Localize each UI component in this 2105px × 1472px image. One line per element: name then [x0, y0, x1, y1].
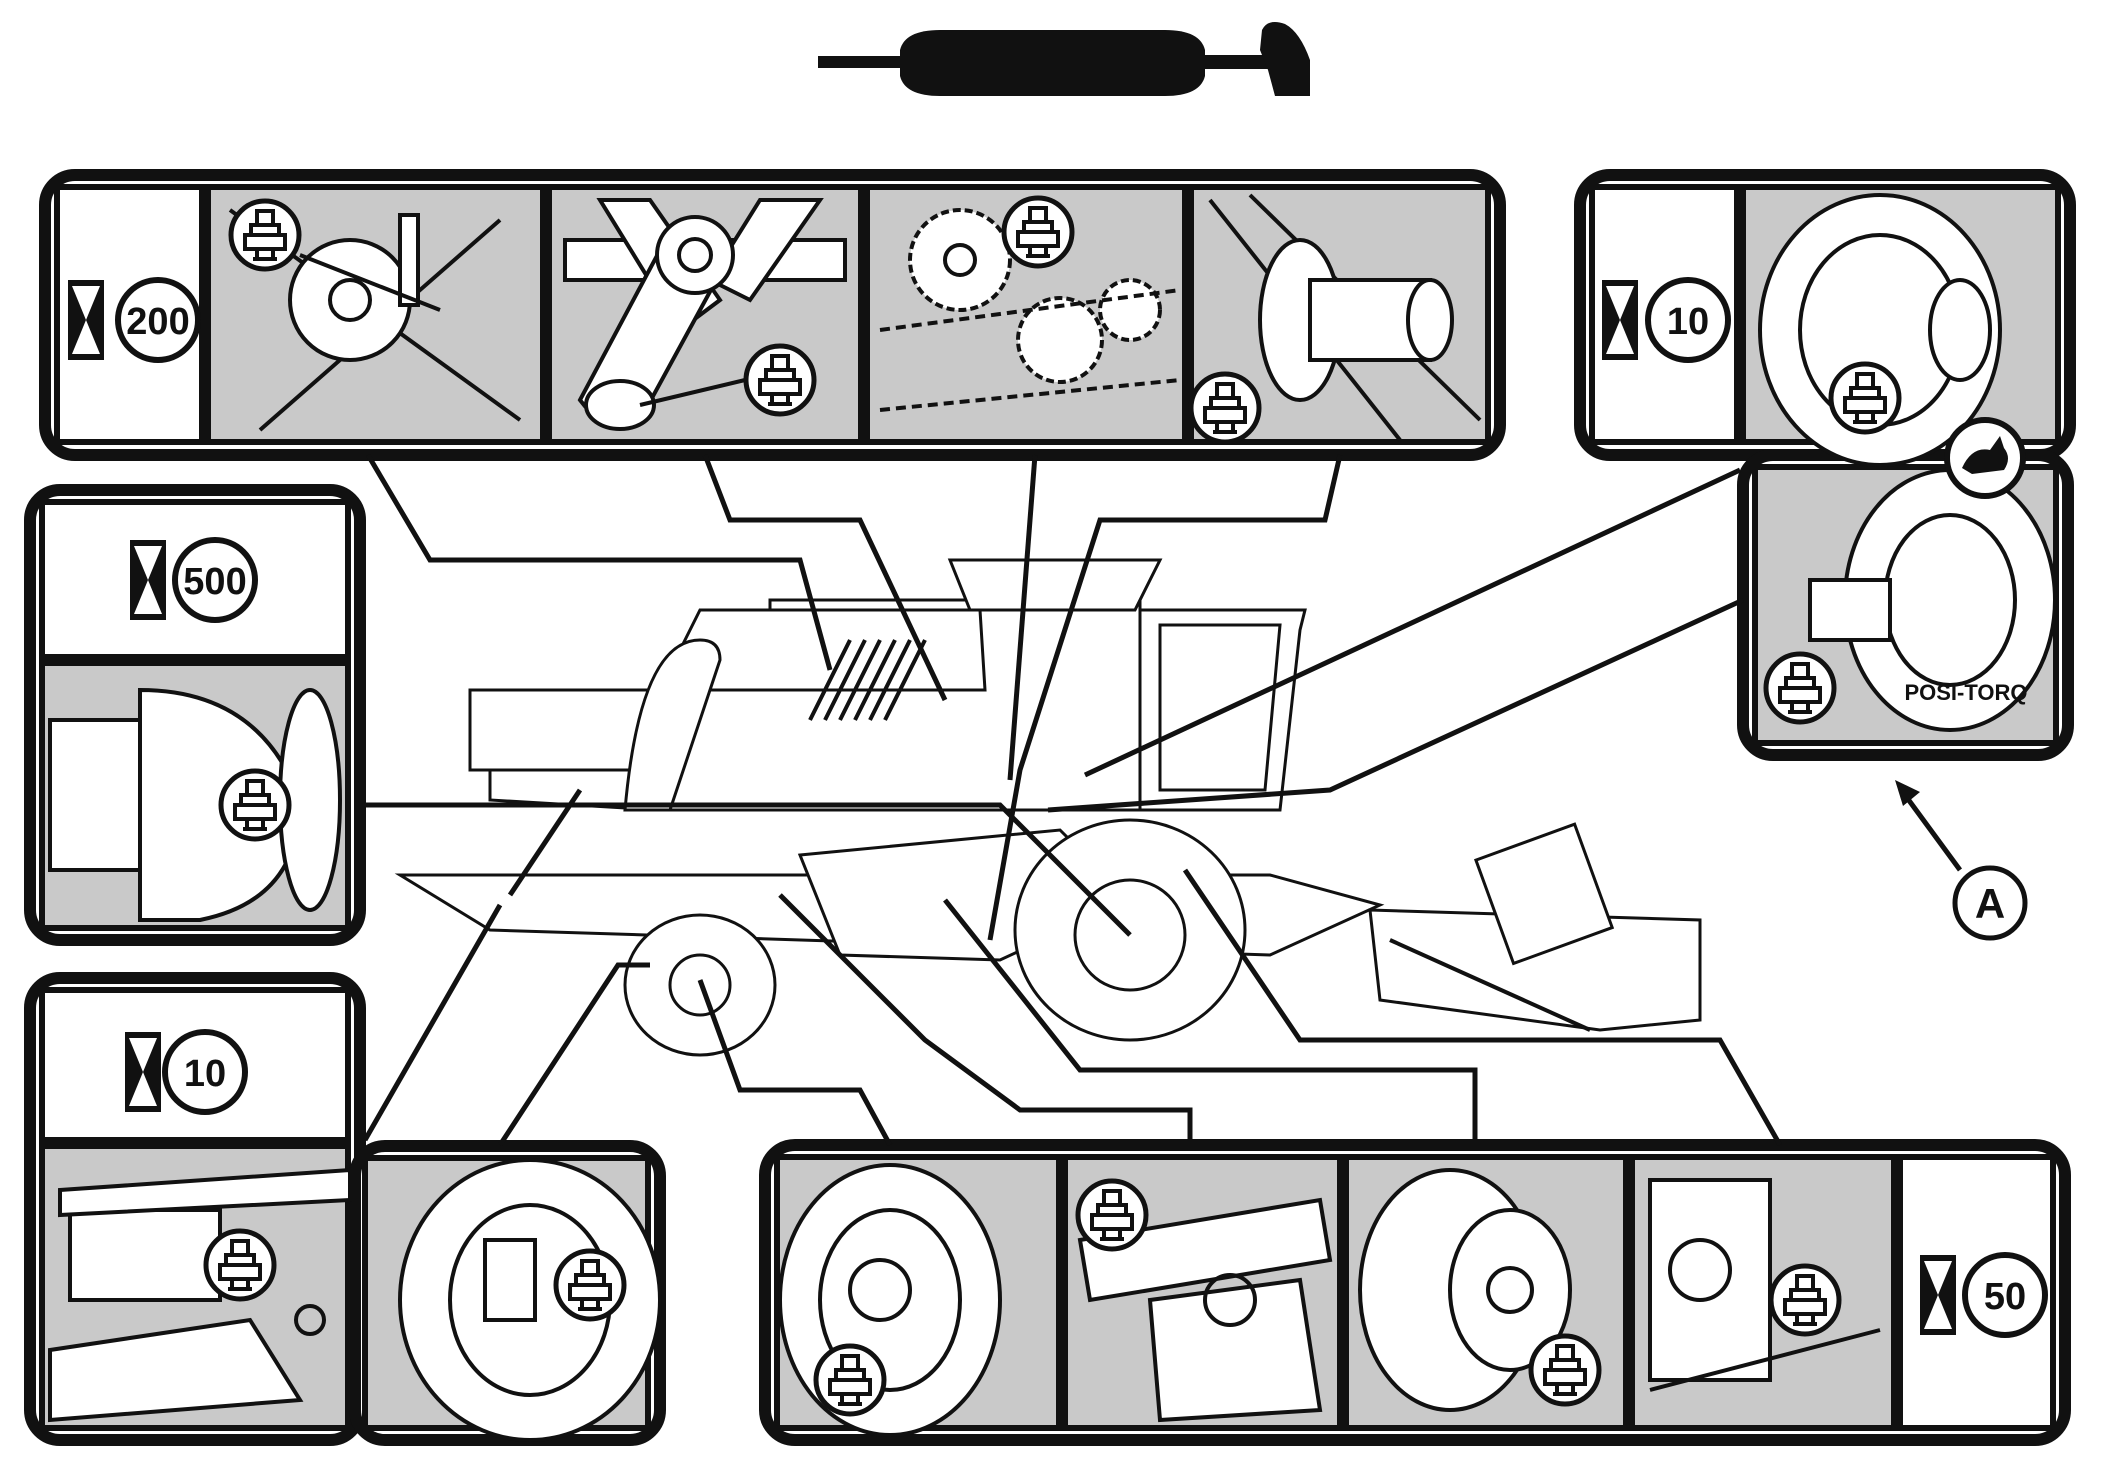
- top-sketch-2: [563, 198, 847, 431]
- callout-a: A: [1895, 780, 2028, 941]
- left-panel: 500: [24, 484, 366, 946]
- right-panel: 10 POSI-TORQ A: [1574, 169, 2076, 941]
- leader-lines: [360, 453, 1783, 1147]
- bottom-left-panel: 10: [24, 972, 666, 1446]
- interval-badge-200: 200: [68, 277, 201, 363]
- rabbit-icon: [1944, 417, 2026, 499]
- interval-badge-10-right: 10: [1602, 277, 1731, 363]
- bottom-sketch-2: [1078, 1181, 1333, 1423]
- interval-value: 10: [184, 1053, 226, 1095]
- engine-vent: [808, 639, 927, 721]
- interval-value: 200: [126, 301, 189, 343]
- interval-value: 500: [183, 561, 246, 603]
- left-sketch: [48, 687, 342, 922]
- interval-value: 10: [1667, 301, 1709, 343]
- grease-gun-icon: [818, 22, 1310, 96]
- bottom-right-panel: 50: [759, 1139, 2071, 1446]
- top-sketch-1: [230, 201, 522, 432]
- interval-value: 50: [1984, 1276, 2026, 1318]
- interval-badge-50: 50: [1920, 1252, 2048, 1338]
- top-sketch-4: [1191, 193, 1482, 442]
- top-panel: 200: [39, 169, 1506, 461]
- bottom-left-sketch-1: [48, 1167, 352, 1423]
- bottom-sketch-3: [1358, 1168, 1599, 1412]
- top-sketch-3: [879, 198, 1181, 412]
- posi-torq-label: POSI-TORQ: [1904, 680, 2027, 705]
- bottom-left-sketch-2: [398, 1158, 662, 1442]
- bottom-sketch-1: [778, 1163, 1002, 1437]
- callout-a-label: A: [1975, 880, 2005, 927]
- interval-badge-10-left: 10: [125, 1029, 248, 1115]
- bottom-sketch-4: [1648, 1178, 1881, 1392]
- right-sketch-upper: [1758, 193, 2002, 467]
- right-sketch-lower: POSI-TORQ: [1766, 468, 2057, 732]
- interval-badge-500: 500: [130, 537, 258, 623]
